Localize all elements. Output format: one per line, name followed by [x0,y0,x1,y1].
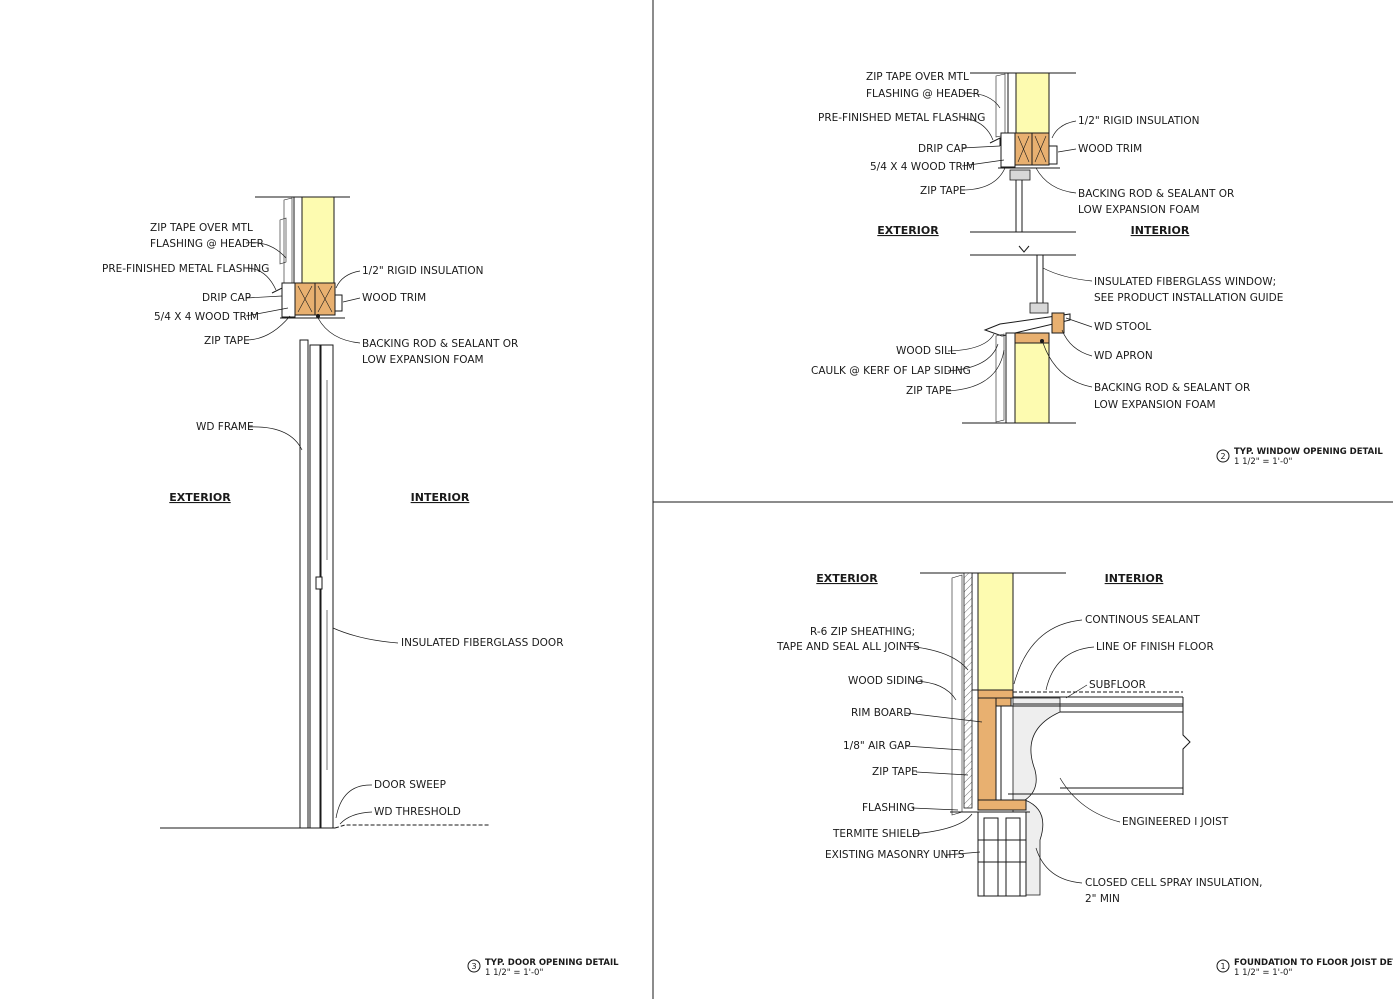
window-detail: EXTERIOR INTERIOR ZIP TAPE OVER MTL FLAS… [811,71,1383,467]
door-label-wd-frame: WD FRAME [196,421,254,433]
door-label-backing-rod-1: BACKING ROD & SEALANT OR [362,338,518,350]
foundation-annotations: R-6 ZIP SHEATHING; TAPE AND SEAL ALL JOI… [776,614,1263,905]
foundation-label-zip-sheathing-2: TAPE AND SEAL ALL JOINTS [776,641,920,653]
foundation-label-zip-sheathing-1: R-6 ZIP SHEATHING; [810,626,915,638]
door-frame-and-leaf [160,339,490,829]
foundation-label-flashing: FLASHING [862,802,915,814]
window-label-zip-tape: ZIP TAPE [920,185,966,197]
foundation-label-termite-shield: TERMITE SHIELD [832,828,920,840]
window-detail-number-circle [1216,449,1230,463]
window-label-backing-rod-sill-1: BACKING ROD & SEALANT OR [1094,382,1250,394]
foundation-detail-number: 1 [1220,962,1225,971]
door-label-rigid-insulation: 1/2" RIGID INSULATION [362,265,484,277]
window-label-wood-sill: WOOD SILL [896,345,956,357]
door-label-wd-threshold: WD THRESHOLD [374,806,461,818]
window-head-section [970,72,1076,253]
window-label-backing-rod-2: LOW EXPANSION FOAM [1078,204,1200,216]
foundation-interior-label: INTERIOR [1105,572,1164,585]
door-exterior-label: EXTERIOR [169,491,231,504]
foundation-label-wood-siding: WOOD SIDING [848,675,923,687]
window-label-zip-tape-sill: ZIP TAPE [906,385,952,397]
foundation-label-zip-tape: ZIP TAPE [872,766,918,778]
door-detail-number: 3 [471,962,476,971]
door-label-wood-trim: WOOD TRIM [362,292,426,304]
window-label-fiberglass-window-2: SEE PRODUCT INSTALLATION GUIDE [1094,292,1283,304]
door-detail-scale: 1 1/2" = 1'-0" [485,968,543,978]
door-wall-section [255,196,350,319]
window-label-zip-tape-2: FLASHING @ HEADER [866,88,980,100]
foundation-exterior-label: EXTERIOR [816,572,878,585]
foundation-detail-scale: 1 1/2" = 1'-0" [1234,968,1292,978]
window-interior-label: INTERIOR [1131,224,1190,237]
window-label-drip-cap: DRIP CAP [918,143,967,155]
door-label-zip-tape-1: ZIP TAPE OVER MTL [150,222,253,234]
window-detail-title: TYP. WINDOW OPENING DETAIL [1234,447,1383,457]
window-label-wd-apron: WD APRON [1094,350,1153,362]
foundation-label-finish-floor: LINE OF FINISH FLOOR [1096,641,1214,653]
door-label-door-sweep: DOOR SWEEP [374,779,446,791]
door-detail-number-circle [467,959,481,973]
door-detail-title: TYP. DOOR OPENING DETAIL [485,958,619,968]
window-detail-scale: 1 1/2" = 1'-0" [1234,457,1292,467]
sheet-dividers [652,0,1393,999]
window-label-backing-rod-1: BACKING ROD & SEALANT OR [1078,188,1234,200]
window-title-block: 2 TYP. WINDOW OPENING DETAIL 1 1/2" = 1'… [1216,447,1383,467]
foundation-label-subfloor: SUBFLOOR [1089,679,1146,691]
window-annotations: ZIP TAPE OVER MTL FLASHING @ HEADER PRE-… [811,71,1283,411]
window-sill-section [962,254,1076,424]
window-label-wood-trim-54: 5/4 X 4 WOOD TRIM [870,161,975,173]
door-label-metal-flashing: PRE-FINISHED METAL FLASHING [102,263,269,275]
window-label-caulk-kerf: CAULK @ KERF OF LAP SIDING [811,365,971,377]
door-detail: EXTERIOR INTERIOR ZIP TAPE OVER MTL FLAS… [102,196,619,978]
window-label-zip-tape-1: ZIP TAPE OVER MTL [866,71,969,83]
foundation-section [920,572,1191,897]
window-label-metal-flashing: PRE-FINISHED METAL FLASHING [818,112,985,124]
foundation-label-i-joist: ENGINEERED I JOIST [1122,816,1229,828]
foundation-detail: EXTERIOR INTERIOR R-6 ZIP SHEATHING; TAP… [776,572,1393,978]
door-label-zip-tape-2: FLASHING @ HEADER [150,238,264,250]
window-label-wd-stool: WD STOOL [1094,321,1151,333]
door-label-drip-cap: DRIP CAP [202,292,251,304]
foundation-detail-number-circle [1216,959,1230,973]
door-label-backing-rod-2: LOW EXPANSION FOAM [362,354,484,366]
foundation-label-masonry: EXISTING MASONRY UNITS [825,849,965,861]
window-label-wood-trim: WOOD TRIM [1078,143,1142,155]
door-title-block: 3 TYP. DOOR OPENING DETAIL 1 1/2" = 1'-0… [467,958,619,978]
foundation-label-air-gap: 1/8" AIR GAP [843,740,911,752]
foundation-title-block: 1 FOUNDATION TO FLOOR JOIST DETAIL 1 1/2… [1216,958,1393,978]
door-label-zip-tape: ZIP TAPE [204,335,250,347]
foundation-detail-title: FOUNDATION TO FLOOR JOIST DETAIL [1234,958,1393,968]
window-detail-number: 2 [1220,452,1225,461]
foundation-label-rim-board: RIM BOARD [851,707,911,719]
foundation-label-spray-insulation-1: CLOSED CELL SPRAY INSULATION, [1085,877,1263,889]
foundation-label-continuous-sealant: CONTINOUS SEALANT [1085,614,1200,626]
window-exterior-label: EXTERIOR [877,224,939,237]
door-annotations: ZIP TAPE OVER MTL FLASHING @ HEADER PRE-… [102,222,564,825]
window-label-backing-rod-sill-2: LOW EXPANSION FOAM [1094,399,1216,411]
door-interior-label: INTERIOR [411,491,470,504]
door-label-fiberglass-door: INSULATED FIBERGLASS DOOR [401,637,564,649]
window-label-rigid-insulation: 1/2" RIGID INSULATION [1078,115,1200,127]
foundation-label-spray-insulation-2: 2" MIN [1085,893,1120,905]
door-label-wood-trim-54: 5/4 X 4 WOOD TRIM [154,311,259,323]
window-label-fiberglass-window-1: INSULATED FIBERGLASS WINDOW; [1094,276,1276,288]
